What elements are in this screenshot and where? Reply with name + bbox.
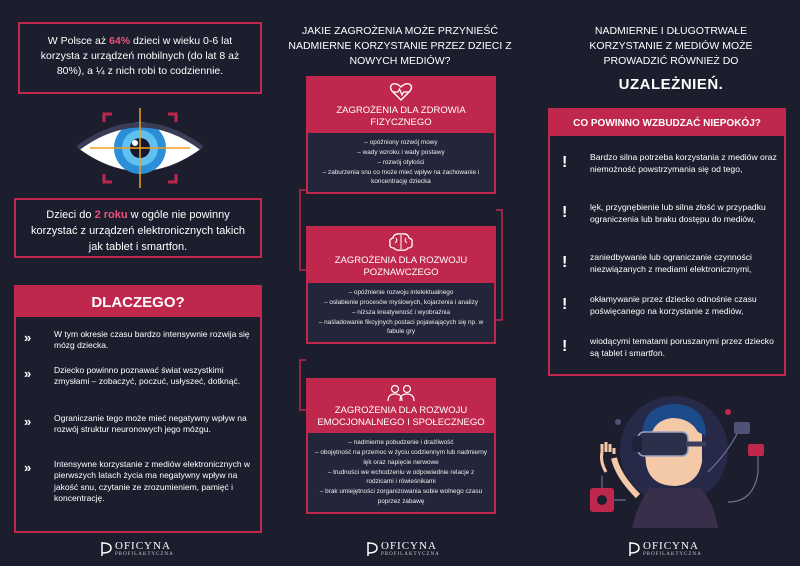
stat1-post: dzieci w wieku 0-6 lat korzysta z urządz…: [40, 35, 240, 78]
threat-line: – opóźniony rozwój mowy: [364, 138, 438, 146]
threat-card-physical: ZAGROŻENIA DLA ZDROWIA FIZYCZNEGO – opóź…: [306, 76, 496, 195]
why-item-text: Ograniczanie tego może mieć negatywny wp…: [54, 413, 247, 435]
stat2-pre: Dzieci do: [46, 209, 95, 221]
threat-line: – niższa kreatywność i wyobraźnia: [351, 308, 451, 316]
worry-item: ! zaniedbywanie lub ograniczanie czynnoś…: [562, 252, 782, 275]
double-chevron-icon: »: [24, 330, 32, 345]
threat-line: – rozwój otyłości: [377, 158, 425, 166]
stat1-highlight: 64%: [109, 35, 131, 47]
double-chevron-icon: »: [24, 366, 32, 381]
logo-name: OFICYNA: [643, 540, 699, 552]
heart-pulse-icon: [389, 82, 413, 101]
logo-sub: PROFILAKTYCZNA: [381, 552, 440, 557]
threat-card-cognitive: ZAGROŻENIA DLA ROZWOJU POZNAWCZEGO – opó…: [306, 226, 496, 345]
logo-mark-icon: [629, 541, 640, 556]
worry-section: CO POWINNO WZBUDZAĆ NIEPOKÓJ? ! Bardzo s…: [548, 108, 786, 376]
double-chevron-icon: »: [24, 414, 32, 429]
logo-mark-icon: [367, 541, 378, 556]
worry-item: ! okłamywanie przez dziecko odnośnie cza…: [562, 294, 782, 317]
exclamation-icon: !: [562, 338, 568, 355]
logo-name: OFICYNA: [115, 540, 171, 552]
logo-sub: PROFILAKTYCZNA: [115, 552, 174, 557]
threat-line: – naśladowanie fikcyjnych postaci pojawi…: [318, 318, 484, 336]
stat2-highlight: 2 roku: [94, 209, 128, 221]
threat-card-body: – nadmierne pobudzenie i drażliwość – ob…: [308, 433, 494, 512]
threat-line: – opóźnienie rozwoju intelektualnego: [348, 288, 454, 296]
logo-mark-icon: [101, 541, 112, 556]
worry-item: ! lęk, przygnębienie lub silna złość w p…: [562, 202, 782, 225]
brain-icon: [389, 233, 413, 251]
why-item: » Dziecko powinno poznawać świat wszystk…: [24, 365, 254, 388]
vr-headset-child-illustration: [590, 396, 764, 528]
why-item-text: Dziecko powinno poznawać świat wszystkim…: [54, 365, 241, 387]
exclamation-icon: !: [562, 296, 568, 313]
worry-title: CO POWINNO WZBUDZAĆ NIEPOKÓJ?: [550, 110, 784, 136]
logo-sub: PROFILAKTYCZNA: [643, 552, 702, 557]
right-title-big: UZALEŻNIEŃ.: [618, 75, 724, 93]
threat-card-emotional: ZAGROŻENIA DLA ROZWOJU EMOCJONALNEGO I S…: [306, 378, 496, 515]
connector-lines: [299, 189, 503, 411]
threat-line: – osłabienie procesów myślowych, kojarze…: [324, 298, 478, 306]
right-title: NADMIERNE I DŁUGOTRWAŁE KORZYSTANIE Z ME…: [560, 24, 782, 95]
stat2-post: w ogóle nie powinny korzystać z urządzeń…: [31, 209, 245, 253]
worry-item-text: wiodącymi tematami poruszanymi przez dzi…: [590, 336, 774, 358]
people-icon: [387, 384, 415, 402]
why-item: » Ograniczanie tego może mieć negatywny …: [24, 413, 254, 436]
stat-box-mobile-usage: W Polsce aż 64% dzieci w wieku 0-6 lat k…: [18, 22, 262, 94]
threat-card-title: ZAGROŻENIA DLA ZDROWIA FIZYCZNEGO: [336, 105, 466, 128]
threat-card-title: ZAGROŻENIA DLA ROZWOJU EMOCJONALNEGO I S…: [317, 405, 485, 428]
threat-line: – nadmierne pobudzenie i drażliwość: [348, 438, 454, 446]
threat-card-header: ZAGROŻENIA DLA ROZWOJU POZNAWCZEGO: [308, 228, 494, 283]
worry-item: ! wiodącymi tematami poruszanymi przez d…: [562, 336, 782, 359]
threat-card-title: ZAGROŻENIA DLA ROZWOJU POZNAWCZEGO: [334, 255, 468, 278]
threat-card-header: ZAGROŻENIA DLA ROZWOJU EMOCJONALNEGO I S…: [308, 380, 494, 433]
worry-item: ! Bardzo silna potrzeba korzystania z me…: [562, 152, 782, 175]
middle-title: JAKIE ZAGROŻENIA MOŻE PRZYNIEŚĆ NADMIERN…: [288, 25, 512, 68]
why-item: » W tym okresie czasu bardzo intensywnie…: [24, 329, 254, 352]
exclamation-icon: !: [562, 154, 568, 171]
threat-card-body: – opóźnienie rozwoju intelektualnego – o…: [308, 283, 494, 343]
worry-item-text: okłamywanie przez dziecko odnośnie czasu…: [590, 294, 757, 316]
threat-card-body: – opóźniony rozwój mowy – wady wzroku i …: [308, 133, 494, 193]
worry-item-text: zaniedbywanie lub ograniczanie czynności…: [590, 252, 752, 274]
threat-line: – wady wzroku i wady postawy: [357, 148, 445, 156]
why-item-text: Intensywne korzystanie z mediów elektron…: [54, 459, 251, 504]
logo-name: OFICYNA: [381, 540, 437, 552]
why-section: DLACZEGO? » W tym okresie czasu bardzo i…: [14, 285, 262, 533]
why-item-text: W tym okresie czasu bardzo intensywnie r…: [54, 329, 250, 351]
exclamation-icon: !: [562, 254, 568, 271]
threat-line: – zaburzenia snu co może mieć wpływ na z…: [322, 168, 480, 186]
threat-line: – obojętność na przemoc w życiu codzienn…: [315, 448, 487, 466]
why-title: DLACZEGO?: [16, 287, 260, 317]
right-title-text: NADMIERNE I DŁUGOTRWAŁE KORZYSTANIE Z ME…: [589, 25, 753, 68]
why-item: » Intensywne korzystanie z mediów elektr…: [24, 459, 254, 505]
exclamation-icon: !: [562, 204, 568, 221]
threat-card-header: ZAGROŻENIA DLA ZDROWIA FIZYCZNEGO: [308, 78, 494, 133]
double-chevron-icon: »: [24, 460, 32, 475]
eye-target-icon: [76, 108, 204, 188]
worry-item-text: lęk, przygnębienie lub silna złość w prz…: [590, 202, 766, 224]
threat-line: – trudności we wchodzeniu w odpowiednie …: [327, 468, 475, 486]
stat1-pre: W Polsce aż: [47, 35, 110, 47]
threat-line: – brak umiejętności zorganizowania sobie…: [319, 488, 483, 506]
worry-item-text: Bardzo silna potrzeba korzystania z medi…: [590, 152, 777, 174]
stat-box-age-limit: Dzieci do 2 roku w ogóle nie powinny kor…: [14, 198, 262, 258]
